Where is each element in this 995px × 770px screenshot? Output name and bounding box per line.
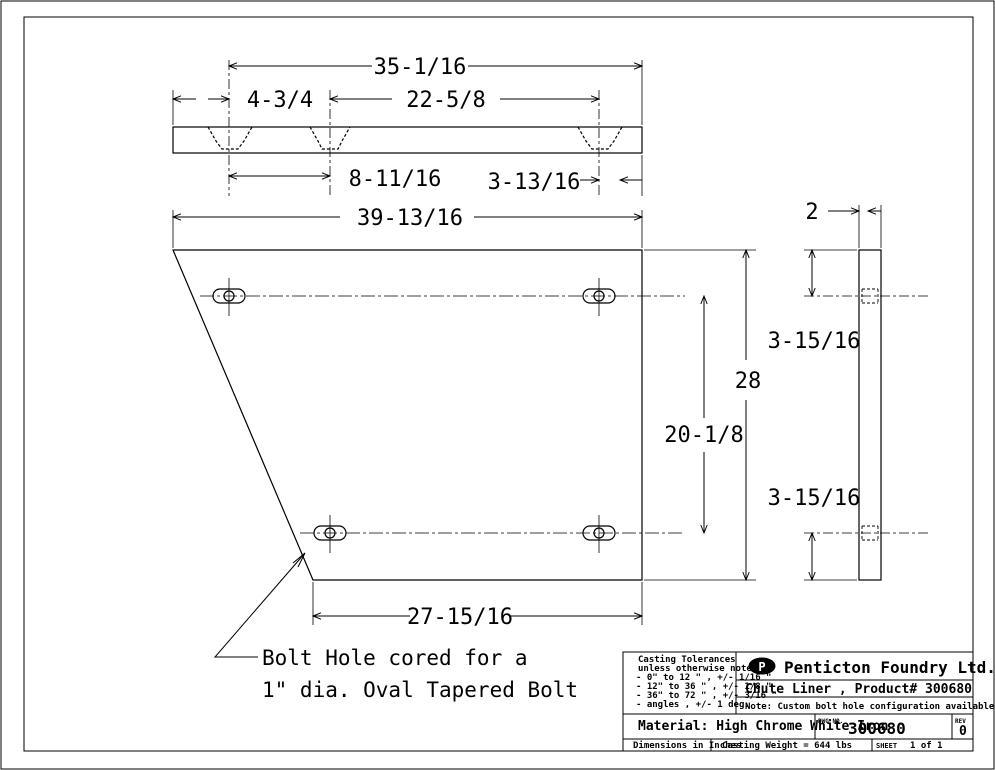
material: Material: High Chrome White Iron: [638, 719, 888, 734]
dim-top-overall: 35-1/16: [374, 55, 467, 80]
bolt-hole-top-right: [582, 288, 616, 304]
top-view-plate: [172, 126, 643, 154]
note-line-1: Bolt Hole cored for a: [262, 646, 528, 670]
inner-border: [23, 16, 974, 752]
rev-label: REV: [955, 718, 966, 725]
top-dimensions: [171, 62, 644, 184]
bolt-hole-top-left: [212, 288, 246, 304]
plan-outline: [172, 249, 643, 581]
sheet-number: 1 of 1: [910, 741, 943, 751]
plan-view: [172, 210, 756, 625]
custom-note: Note: Custom bolt hole configuration ava…: [745, 701, 995, 712]
side-view-plate: [858, 249, 882, 581]
company-logo-letter: P: [758, 660, 765, 674]
tolerance-line-1: Casting Tolerances: [638, 654, 736, 665]
note-line-2: 1" dia. Oval Tapered Bolt: [262, 678, 578, 702]
side-dimensions: [808, 207, 881, 582]
dim-top-middle: 22-5/8: [406, 88, 485, 113]
units: Dimensions in Inches: [633, 740, 741, 751]
bolt-hole-bottom-left: [313, 525, 347, 541]
dwg-label: DWG NO.: [818, 718, 843, 725]
countersink-left: [207, 126, 253, 150]
title-block: [622, 651, 974, 752]
dim-bottom-width: 27-15/16: [407, 605, 513, 630]
dim-plan-width: 39-13/16: [357, 206, 463, 231]
rev-number: 0: [959, 724, 967, 739]
dim-side-upper: 3-15/16: [768, 329, 861, 354]
dwg-number: 300680: [848, 719, 906, 738]
leader-line: [213, 552, 306, 658]
product-name: Chute Liner , Product# 300680: [745, 682, 972, 697]
dim-hole-spacing: 20-1/8: [664, 423, 743, 448]
side-view: [804, 205, 930, 581]
casting-weight: Casting Weight = 644 lbs: [722, 740, 852, 751]
dim-top-lower-right: 3-13/16: [488, 170, 581, 195]
company-logo: [748, 657, 776, 675]
tolerance-line-5: - 36" to 72 " , +/- 3/16 ": [636, 691, 777, 701]
tolerance-line-4: - 12" to 36 " , +/- 1/8 ": [636, 682, 771, 692]
dim-top-lower-left: 8-11/16: [349, 167, 442, 192]
bolt-hole-bottom-right: [582, 525, 616, 541]
tolerance-line-3: - 0" to 12 " , +/- 1/16 ": [636, 673, 771, 683]
sheet-label: SHEET: [876, 742, 897, 750]
countersink-right: [577, 126, 623, 150]
company-name: Penticton Foundry Ltd.: [784, 658, 995, 677]
dim-side-lower: 3-15/16: [768, 486, 861, 511]
dim-plan-height: 28: [735, 369, 762, 394]
dim-top-left: 4-3/4: [247, 88, 313, 113]
plan-dimensions: [171, 213, 750, 620]
dim-side-thickness: 2: [805, 200, 818, 225]
tolerance-line-2: unless otherwise noted:: [638, 663, 763, 674]
countersink-middle: [309, 126, 351, 150]
tolerance-line-6: - angles , +/- 1 deg.: [636, 700, 750, 710]
